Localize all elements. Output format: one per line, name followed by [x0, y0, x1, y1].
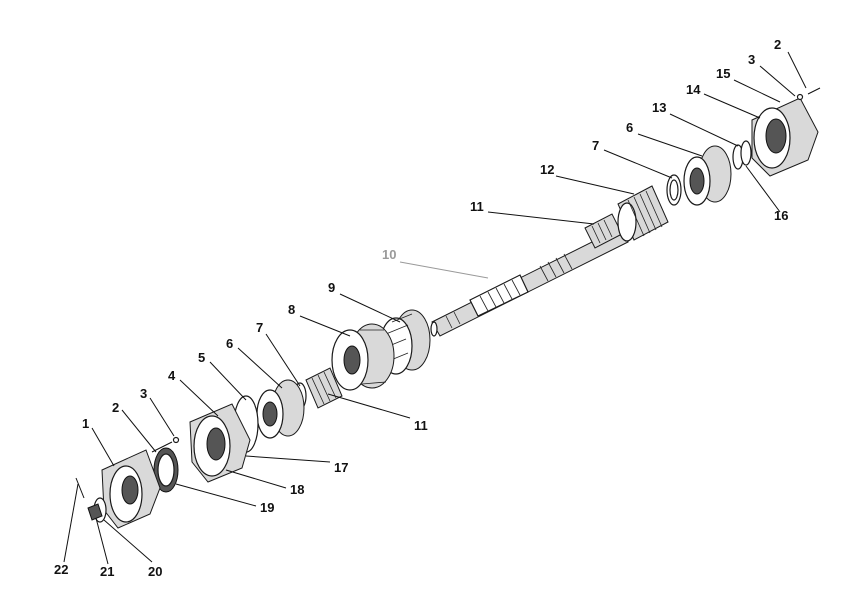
callout-18: 18 — [290, 482, 304, 497]
end-nut — [87, 503, 103, 521]
callout-17: 17 — [334, 460, 348, 475]
callout-13: 13 — [652, 100, 666, 115]
left-needle-bearing — [305, 367, 343, 409]
left-ball-bearing — [256, 379, 305, 439]
callout-7-right: 7 — [592, 138, 599, 153]
right-rings — [732, 140, 752, 170]
right-gear — [617, 185, 669, 242]
right-cover-flange — [751, 97, 819, 177]
left-housing-cover — [189, 403, 251, 483]
left-bolt — [151, 436, 180, 453]
callout-labels: 2 3 15 14 13 6 7 12 11 10 16 9 8 11 7 6 … — [54, 37, 788, 579]
callout-7-left: 7 — [256, 320, 263, 335]
cotter-pin — [75, 477, 85, 499]
callout-3-right: 3 — [748, 52, 755, 67]
callout-14: 14 — [686, 82, 701, 97]
callout-21: 21 — [100, 564, 114, 579]
callout-22: 22 — [54, 562, 68, 577]
callout-11-right: 11 — [470, 199, 484, 214]
callout-19: 19 — [260, 500, 274, 515]
callout-8: 8 — [288, 302, 295, 317]
left-gear — [331, 323, 395, 391]
callout-9: 9 — [328, 280, 335, 295]
callout-10: 10 — [382, 247, 396, 262]
callout-12: 12 — [540, 162, 554, 177]
callout-4: 4 — [168, 368, 176, 383]
left-seal-ring — [153, 447, 179, 493]
callout-2-right: 2 — [774, 37, 781, 52]
callout-3-left: 3 — [140, 386, 147, 401]
leader-lines — [63, 51, 807, 565]
end-flange — [101, 449, 161, 529]
callout-6-left: 6 — [226, 336, 233, 351]
callout-11-left: 11 — [414, 418, 428, 433]
callout-15: 15 — [716, 66, 730, 81]
callout-5: 5 — [198, 350, 205, 365]
callout-20: 20 — [148, 564, 162, 579]
main-shaft — [430, 227, 629, 337]
callout-2-left: 2 — [112, 400, 119, 415]
right-spacer-ring — [666, 174, 682, 206]
callout-6-right: 6 — [626, 120, 633, 135]
callout-1: 1 — [82, 416, 89, 431]
right-ball-bearing — [683, 145, 732, 206]
callout-16: 16 — [774, 208, 788, 223]
right-bolt — [796, 87, 821, 101]
